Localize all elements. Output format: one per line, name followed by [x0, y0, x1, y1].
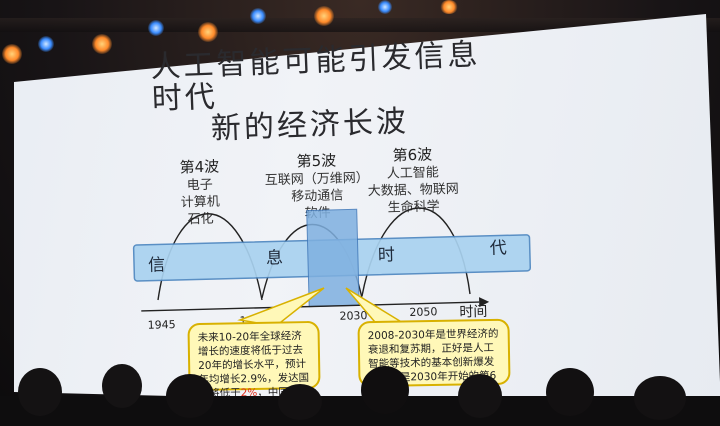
axis-unit-label: 时间 [459, 304, 487, 321]
band-char: 时 [378, 245, 396, 265]
stage-light-icon [314, 6, 334, 26]
axis-year: 1945 [147, 318, 175, 332]
stage-light-icon [198, 22, 218, 42]
audience-silhouettes [0, 364, 720, 426]
stage-light-icon [2, 44, 22, 64]
stage-light-icon [38, 36, 54, 52]
axis-year: 2030 [339, 309, 367, 323]
stage-light-icon [250, 8, 266, 24]
band-char: 代 [490, 238, 508, 258]
band-char: 息 [266, 248, 284, 268]
lighting-truss [0, 18, 720, 32]
stage-light-icon [148, 20, 164, 36]
stage-light-icon [92, 34, 112, 54]
axis-year: 2050 [409, 305, 437, 319]
axis-arrow-icon [479, 297, 490, 308]
band-char: 信 [148, 255, 166, 275]
stage-light-icon [440, 0, 458, 14]
time-axis [141, 301, 480, 312]
stage-light-icon [378, 0, 392, 14]
